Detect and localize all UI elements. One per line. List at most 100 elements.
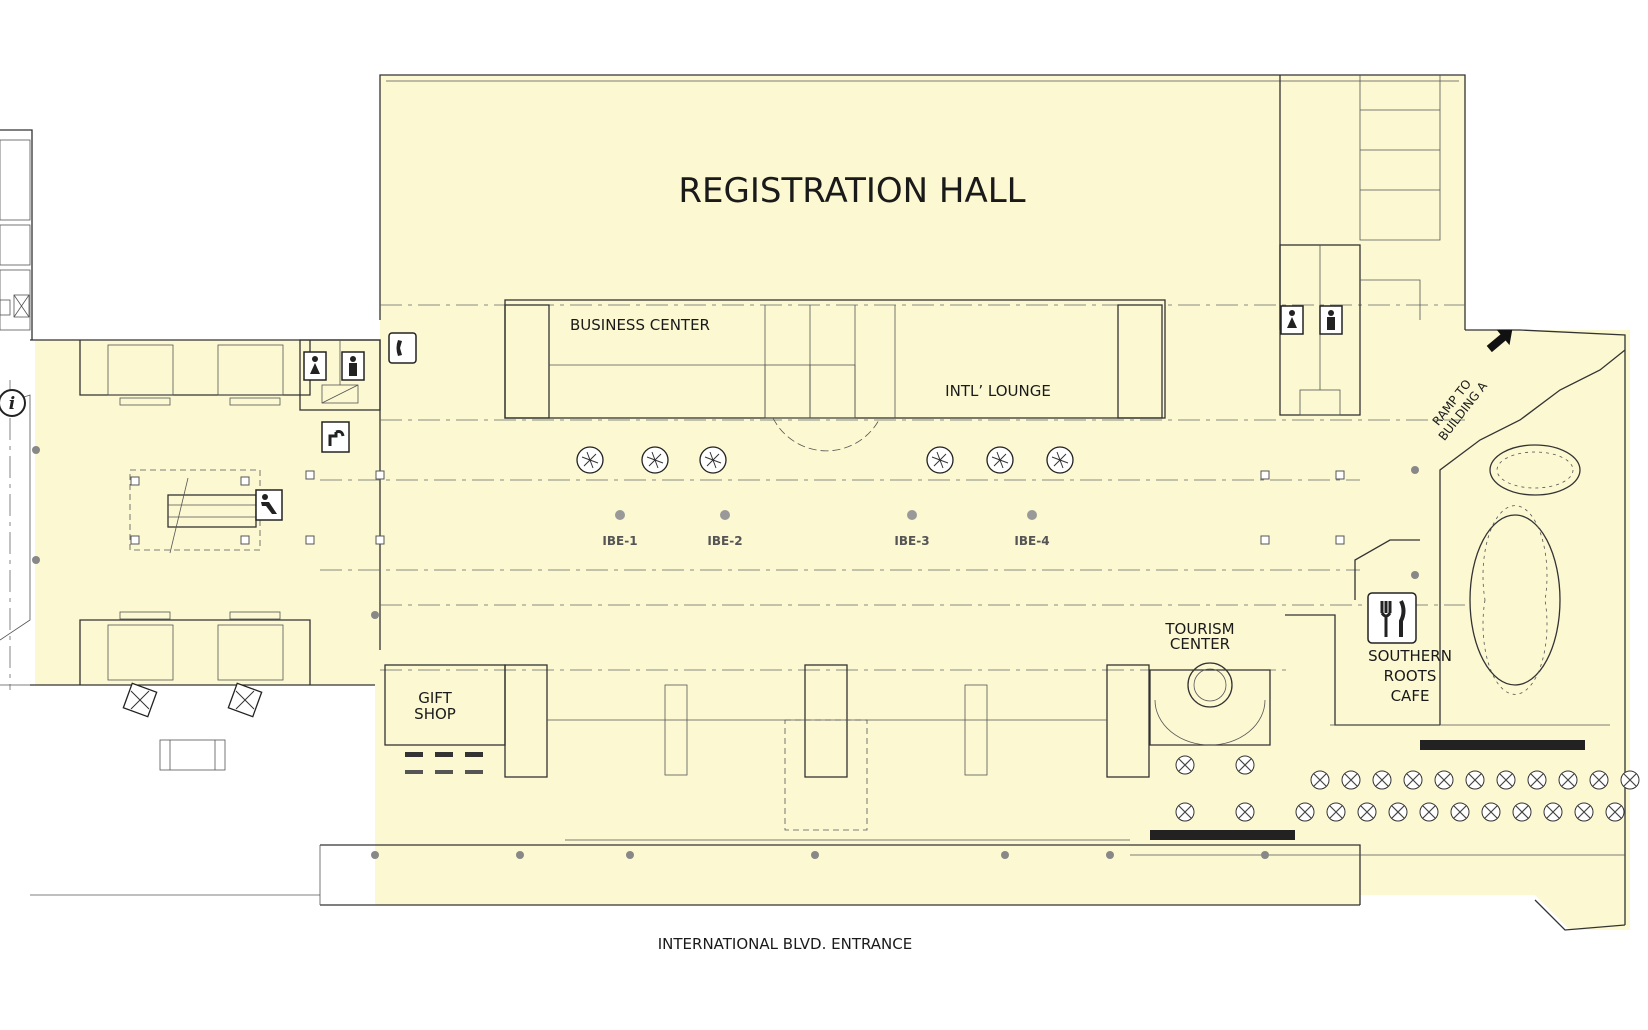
column-marker [1335, 535, 1345, 545]
ibe-1-marker [615, 510, 625, 520]
svg-text:i: i [9, 394, 15, 414]
patio-table [1512, 802, 1532, 822]
phone-icon [388, 332, 417, 364]
column-marker [516, 851, 524, 859]
patio-table [1605, 802, 1625, 822]
tourism-center [1149, 662, 1271, 746]
gift-shop-label-line1: GIFT [418, 689, 452, 707]
patio-tables [1130, 830, 1625, 856]
column-marker [305, 535, 315, 545]
entrance-label: INTERNATIONAL BLVD. ENTRANCE [658, 935, 912, 953]
business-center-block [504, 299, 1166, 452]
column-marker [240, 476, 250, 486]
water-fountain-icon [321, 421, 350, 453]
restroom-icon [341, 351, 365, 381]
restroom-icon [303, 351, 327, 381]
ibe-2-marker [720, 510, 730, 520]
planter-icon [926, 446, 954, 474]
patio-table [1403, 770, 1423, 790]
outer-walls [0, 74, 1626, 931]
cafe-label-line3: CAFE [1391, 687, 1430, 705]
column-marker [130, 535, 140, 545]
column-marker [32, 556, 40, 564]
patio-table [1419, 802, 1439, 822]
column-marker [1261, 851, 1269, 859]
ibe-1-label: IBE-1 [602, 534, 637, 548]
registration-hall-label: REGISTRATION HALL [678, 171, 1025, 211]
left-building-fragment [0, 129, 33, 690]
planter-icon [986, 446, 1014, 474]
patio-table [1235, 755, 1255, 775]
patio-table [1450, 802, 1470, 822]
patio-table [1589, 770, 1609, 790]
patio-table [1341, 770, 1361, 790]
patio-table [1295, 802, 1315, 822]
registration-hall-floor [375, 75, 1630, 930]
patio-table [1496, 770, 1516, 790]
patio-table [1543, 802, 1563, 822]
column-marker [1411, 571, 1419, 579]
column-marker [305, 470, 315, 480]
floor-areas [35, 75, 1630, 930]
planter-icon [576, 446, 604, 474]
patio-table [1326, 802, 1346, 822]
planter-icon [699, 446, 727, 474]
patio-table [1620, 770, 1640, 790]
column-marker [130, 476, 140, 486]
cafe-label-line2: ROOTS [1384, 667, 1437, 685]
column-marker [371, 611, 379, 619]
planter-icon [1046, 446, 1074, 474]
column-group [32, 446, 1419, 859]
central-restroom-block [299, 339, 381, 411]
planter-icon [641, 446, 669, 474]
ibe-3-label: IBE-3 [894, 534, 929, 548]
patio-table [1372, 770, 1392, 790]
column-marker [1411, 466, 1419, 474]
info-icon: i [0, 389, 26, 417]
ibe-2-label: IBE-2 [707, 534, 742, 548]
escalator-icon [255, 489, 283, 521]
planter-icon [227, 682, 263, 718]
ibe-markers: IBE-1 IBE-2 IBE-3 IBE-4 [602, 510, 1050, 548]
restroom-icon [1319, 305, 1343, 335]
west-lobby-floor [35, 340, 380, 685]
front-counters [504, 664, 1150, 841]
tourism-center-label-line2: CENTER [1170, 635, 1230, 653]
patio-table [1434, 770, 1454, 790]
patio-table [1175, 755, 1195, 775]
patio-table-group [1175, 755, 1640, 822]
patio-table [1465, 770, 1485, 790]
column-marker [375, 470, 385, 480]
column-marker [375, 535, 385, 545]
gift-shop-label-line2: SHOP [414, 705, 456, 723]
ramp-arrow-icon [1486, 329, 1513, 353]
patio-table [1235, 802, 1255, 822]
column-marker [1001, 851, 1009, 859]
column-marker [371, 851, 379, 859]
patio-table [1388, 802, 1408, 822]
column-marker [811, 851, 819, 859]
patio-table [1310, 770, 1330, 790]
dining-icon [1367, 592, 1417, 644]
patio-table [1481, 802, 1501, 822]
column-marker [240, 535, 250, 545]
column-marker [1335, 470, 1345, 480]
ibe-4-label: IBE-4 [1014, 534, 1049, 548]
column-marker [32, 446, 40, 454]
patio-table [1357, 802, 1377, 822]
column-marker [1106, 851, 1114, 859]
business-center-label: BUSINESS CENTER [570, 316, 710, 334]
cafe-area [1285, 349, 1626, 750]
patio-table [1558, 770, 1578, 790]
tourism-center-label-line1: TOURISM [1164, 620, 1234, 638]
column-marker [1260, 470, 1270, 480]
circulation-lines [320, 304, 1465, 671]
ibe-3-marker [907, 510, 917, 520]
patio-table [1527, 770, 1547, 790]
column-marker [626, 851, 634, 859]
patio-table [1574, 802, 1594, 822]
planter-group [122, 446, 1074, 718]
planter-icon [122, 682, 158, 718]
ibe-4-marker [1027, 510, 1037, 520]
